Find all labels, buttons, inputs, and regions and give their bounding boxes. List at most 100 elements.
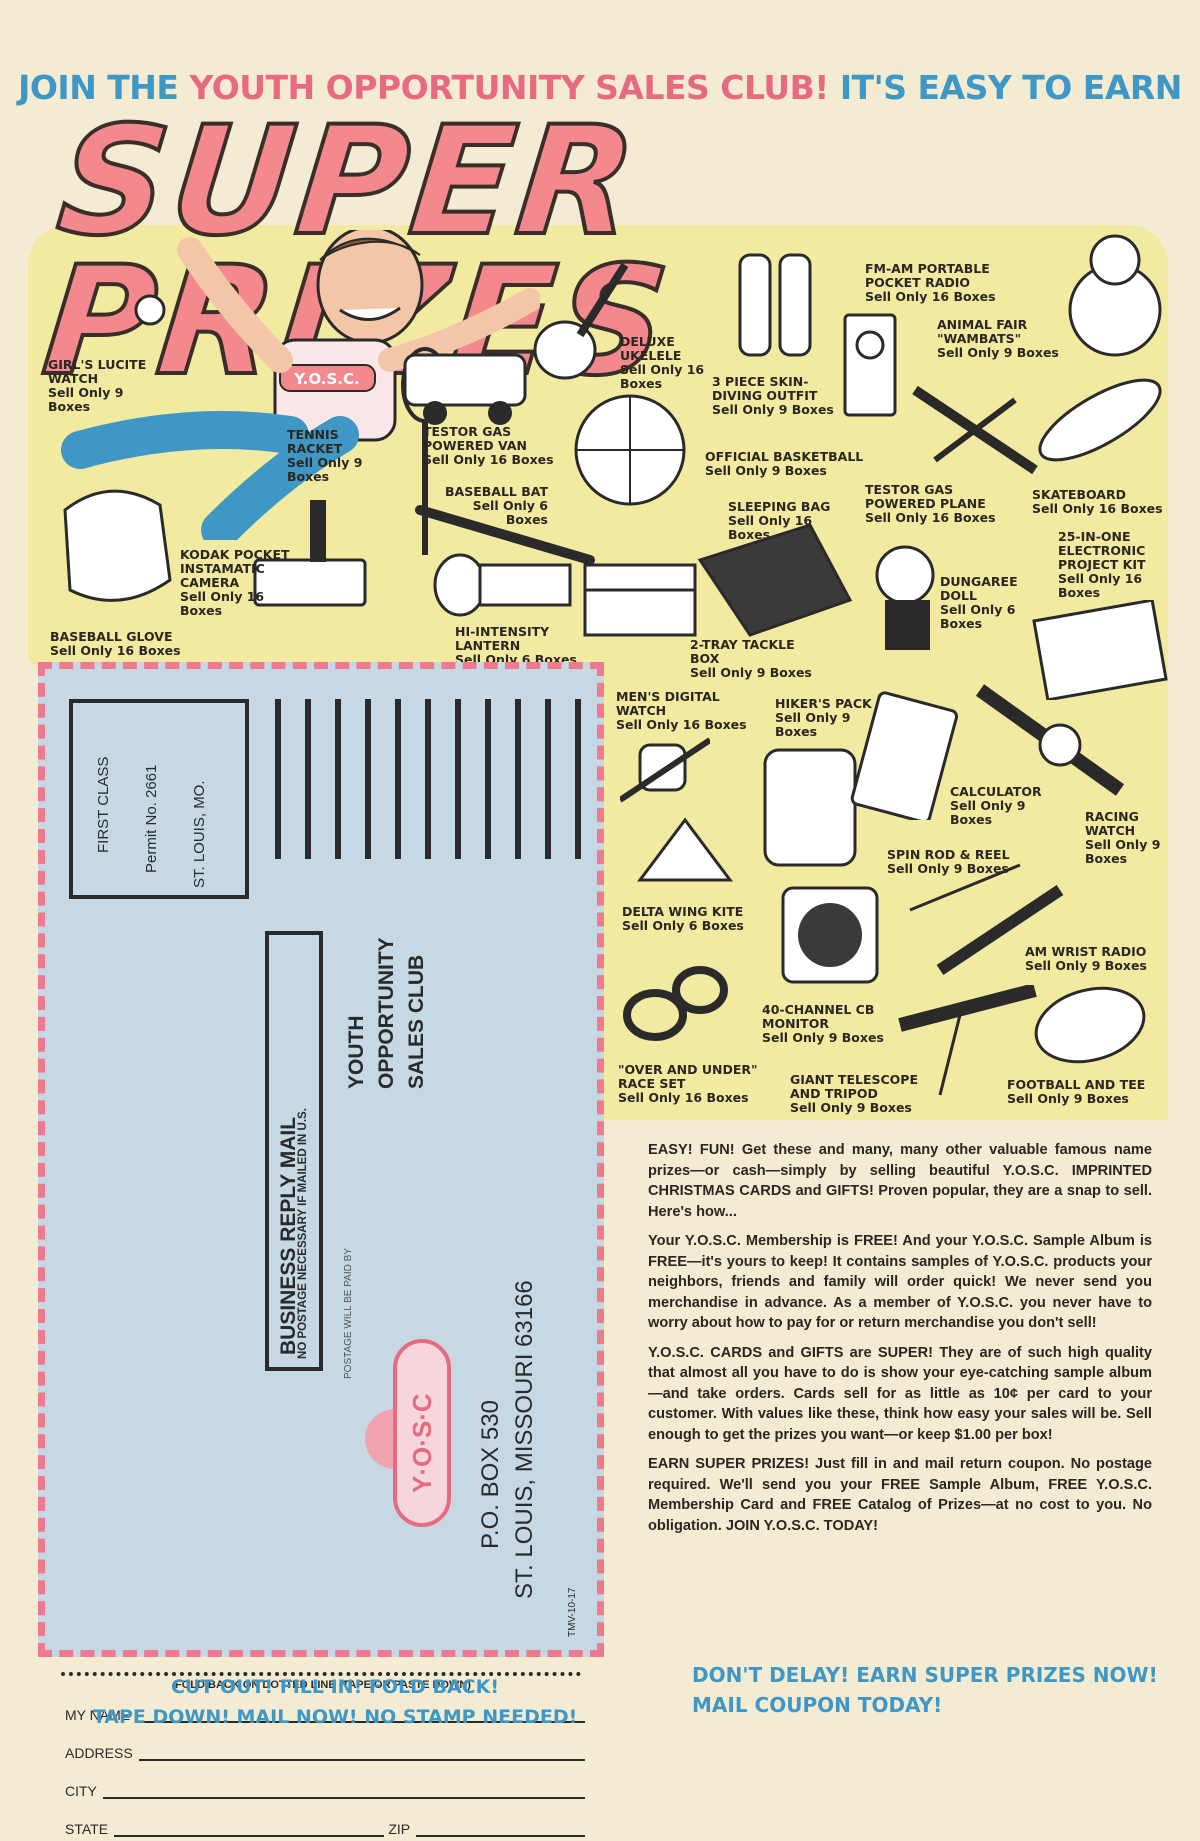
name-line[interactable] <box>136 1707 585 1723</box>
radio-icon <box>843 313 897 417</box>
permit-box: FIRST CLASS Permit No. 2661 ST. LOUIS, M… <box>69 699 249 899</box>
prize-wambats: ANIMAL FAIR "WAMBATS"Sell Only 9 Boxes <box>937 317 1059 360</box>
headline-club: YOUTH OPPORTUNITY SALES CLUB! <box>189 68 829 107</box>
yosc-logo-text: Y·O·S·C <box>407 1393 437 1493</box>
camera-icon <box>253 500 367 607</box>
headline-earn: IT'S EASY TO EARN <box>839 68 1183 107</box>
city-zip: ST. LOUIS, MISSOURI 63166 <box>511 1280 538 1599</box>
wrist-radio-icon <box>936 885 1064 975</box>
zip-label: ZIP <box>388 1821 411 1837</box>
city-field[interactable]: CITY <box>65 1783 585 1799</box>
diving-outfit-icon <box>738 253 812 357</box>
fold-instruction: FOLD BACK ON DOTTED LINE (TAPE OR PASTE … <box>175 1679 471 1691</box>
instructions-line-1: CUT OUT! FILL IN! FOLD BACK! <box>170 1676 500 1698</box>
telescope-icon <box>898 985 1037 1096</box>
cb-monitor-icon <box>781 886 879 984</box>
city-label: CITY <box>65 1783 97 1799</box>
zip-line[interactable] <box>416 1821 585 1837</box>
digital-watch-icon <box>620 737 710 803</box>
copy-paragraph-1: EASY! FUN! Get these and many, many othe… <box>648 1142 1152 1220</box>
ad-body-copy: EASY! FUN! Get these and many, many othe… <box>648 1140 1152 1545</box>
coupon-code: TMV-10-17 <box>567 1587 578 1637</box>
van-icon <box>403 353 527 425</box>
calculator-icon <box>850 691 959 820</box>
address-label: ADDRESS <box>65 1745 133 1761</box>
po-box: P.O. BOX 530 <box>477 1400 504 1549</box>
postage-paid-label: POSTAGE WILL BE PAID BY <box>343 1248 354 1379</box>
reply-subtitle: NO POSTAGE NECESSARY IF MAILED IN U.S. <box>297 1108 309 1359</box>
address-line[interactable] <box>138 1745 585 1761</box>
closing-line-1: DON'T DELAY! EARN SUPER PRIZES NOW! <box>692 1663 1158 1687</box>
permit-city: ST. LOUIS, MO. <box>191 780 208 888</box>
ukulele-icon <box>533 262 629 380</box>
electronic-kit-icon <box>1032 600 1168 700</box>
closing-call-to-action: DON'T DELAY! EARN SUPER PRIZES NOW! MAIL… <box>692 1660 1172 1720</box>
baseball-glove-icon <box>63 489 172 602</box>
football-icon <box>1034 986 1146 1064</box>
copy-paragraph-2: Your Y.O.S.C. Membership is FREE! And yo… <box>648 1233 1152 1331</box>
state-line[interactable] <box>114 1821 385 1837</box>
skateboard-icon <box>1038 378 1162 462</box>
instructions-line-2: TAPE DOWN! MAIL NOW! NO STAMP NEEDED! <box>92 1706 578 1728</box>
closing-line-2: MAIL COUPON TODAY! <box>692 1693 943 1717</box>
basketball-icon <box>574 394 686 506</box>
sleeping-bag-icon <box>697 523 853 637</box>
name-field[interactable]: MY NAME <box>65 1707 585 1723</box>
hikers-pack-icon <box>763 748 857 867</box>
race-set-icon <box>623 966 728 1041</box>
fold-dotted-line <box>61 1672 581 1676</box>
org-line-1: YOUTH <box>345 1015 368 1090</box>
permit-number: Permit No. 2661 <box>143 764 160 873</box>
permit-class: FIRST CLASS <box>95 756 112 853</box>
lantern-icon <box>433 553 572 617</box>
headline: JOIN THE YOUTH OPPORTUNITY SALES CLUB! I… <box>0 68 1200 107</box>
city-line[interactable] <box>102 1783 585 1799</box>
tackle-box-icon <box>583 563 697 637</box>
baseball-bat-icon <box>415 505 595 565</box>
address-field[interactable]: ADDRESS <box>65 1745 585 1761</box>
state-zip-field[interactable]: STATE ZIP <box>65 1821 585 1837</box>
yosc-logo: Y·O·S·C <box>393 1339 451 1527</box>
copy-paragraph-3: Y.O.S.C. CARDS and GIFTS are SUPER! They… <box>648 1344 1152 1443</box>
org-line-2: OPPORTUNITY <box>375 937 398 1089</box>
racing-watch-icon <box>975 684 1125 796</box>
headline-join: JOIN THE <box>18 68 179 107</box>
org-line-3: SALES CLUB <box>405 954 428 1089</box>
copy-paragraph-4: EARN SUPER PRIZES! Just fill in and mail… <box>648 1456 1152 1534</box>
kite-icon <box>637 817 733 882</box>
mascot-shirt-text: Y.O.S.C. <box>293 370 359 388</box>
plane-icon <box>912 385 1038 475</box>
business-reply-box: BUSINESS REPLY MAIL <box>265 931 323 1371</box>
rod-reel-icon <box>909 863 1021 912</box>
reply-coupon: FIRST CLASS Permit No. 2661 ST. LOUIS, M… <box>38 662 604 1837</box>
name-label: MY NAME <box>65 1707 131 1723</box>
coupon-instructions: CUT OUT! FILL IN! FOLD BACK! TAPE DOWN! … <box>40 1672 630 1732</box>
mascot-illustration: Y.O.S.C. <box>61 230 540 540</box>
